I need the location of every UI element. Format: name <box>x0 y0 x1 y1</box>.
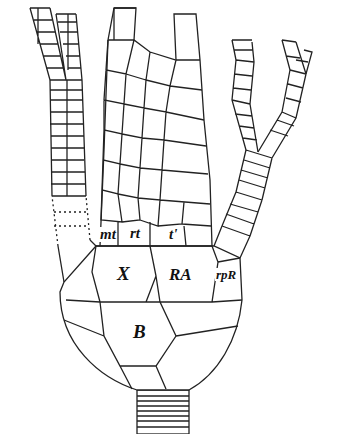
calyx-plates <box>64 246 242 389</box>
plate-label: t' <box>168 227 178 242</box>
plate-label: rpR <box>215 268 237 281</box>
plate-label: rt <box>129 226 141 241</box>
plate-label: mt <box>99 227 117 242</box>
stem <box>137 390 189 434</box>
left-arm <box>30 8 96 282</box>
plate-label: RA <box>168 266 193 283</box>
plate-label: B <box>132 322 147 341</box>
calyx-outline <box>60 246 242 390</box>
anal-sac <box>100 8 212 246</box>
plate-label: X <box>116 264 131 283</box>
right-arm <box>214 40 312 258</box>
